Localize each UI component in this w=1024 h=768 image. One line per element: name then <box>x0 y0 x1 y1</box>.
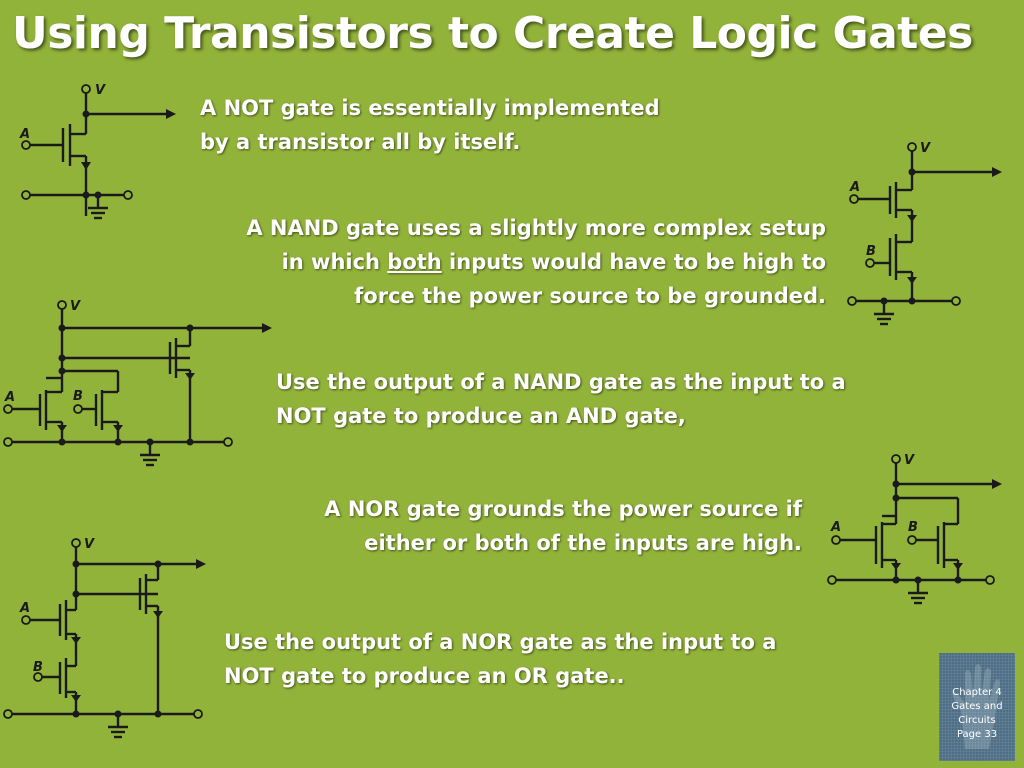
nor-a-label: A <box>830 520 841 535</box>
and-b-label: B <box>73 389 83 404</box>
or-gate-description: Use the output of a NOR gate as the inpu… <box>224 625 776 693</box>
nand-text-line-2a: in which <box>281 250 388 274</box>
not-gate-description: A NOT gate is essentially implemented by… <box>200 91 660 159</box>
nand-text-line-3: force the power source to be grounded. <box>354 284 826 308</box>
and-text-line-2: NOT gate to produce an AND gate, <box>276 404 686 428</box>
badge-gates: Gates and <box>951 701 1003 712</box>
and-gate-description: Use the output of a NAND gate as the inp… <box>276 365 846 433</box>
or-v-label: V <box>84 537 95 552</box>
or-b-label: B <box>33 660 43 675</box>
badge-page: Page 33 <box>956 729 998 740</box>
nor-text-line-1: A NOR gate grounds the power source if <box>324 497 802 521</box>
slide-title: Using Transistors to Create Logic Gates <box>12 8 973 59</box>
not-gate-circuit: V A <box>19 83 176 220</box>
and-a-label: A <box>4 390 15 405</box>
not-a-label: A <box>19 127 30 142</box>
not-v-label: V <box>95 83 106 98</box>
nand-gate-description: A NAND gate uses a slightly more complex… <box>246 211 826 313</box>
or-text-line-2: NOT gate to produce an OR gate.. <box>224 664 625 688</box>
nor-v-label: V <box>904 453 915 468</box>
and-v-label: V <box>70 299 81 314</box>
not-text-line-1: A NOT gate is essentially implemented <box>200 96 660 120</box>
nand-text-line-2: in which both inputs would have to be hi… <box>246 245 826 279</box>
nor-gate-description: A NOR gate grounds the power source if e… <box>324 492 802 560</box>
nand-v-label: V <box>920 141 931 156</box>
nor-b-label: B <box>908 520 918 535</box>
and-gate-circuit: V A B <box>3 299 272 467</box>
hand-icon <box>952 664 1000 749</box>
nand-b-label: B <box>866 244 876 259</box>
or-text-line-1: Use the output of a NOR gate as the inpu… <box>224 630 777 654</box>
or-a-label: A <box>19 601 30 616</box>
chapter-badge: Chapter 4 Gates and Circuits Page 33 <box>939 653 1015 761</box>
nor-gate-circuit: V A B <box>827 453 1002 605</box>
nand-a-label: A <box>849 180 860 195</box>
not-text-line-2: by a transistor all by itself. <box>200 130 521 154</box>
or-gate-circuit: V A B <box>3 537 206 739</box>
badge-chapter: Chapter 4 <box>952 687 1002 698</box>
nand-text-line-2c: inputs would have to be high to <box>441 250 826 274</box>
nand-gate-circuit: V A B <box>847 141 1002 326</box>
and-text-line-1: Use the output of a NAND gate as the inp… <box>276 370 846 394</box>
badge-circuits: Circuits <box>958 715 996 726</box>
nand-text-both: both <box>387 250 442 274</box>
nand-text-line-1: A NAND gate uses a slightly more complex… <box>246 216 826 240</box>
nor-text-line-2: either or both of the inputs are high. <box>364 531 802 555</box>
